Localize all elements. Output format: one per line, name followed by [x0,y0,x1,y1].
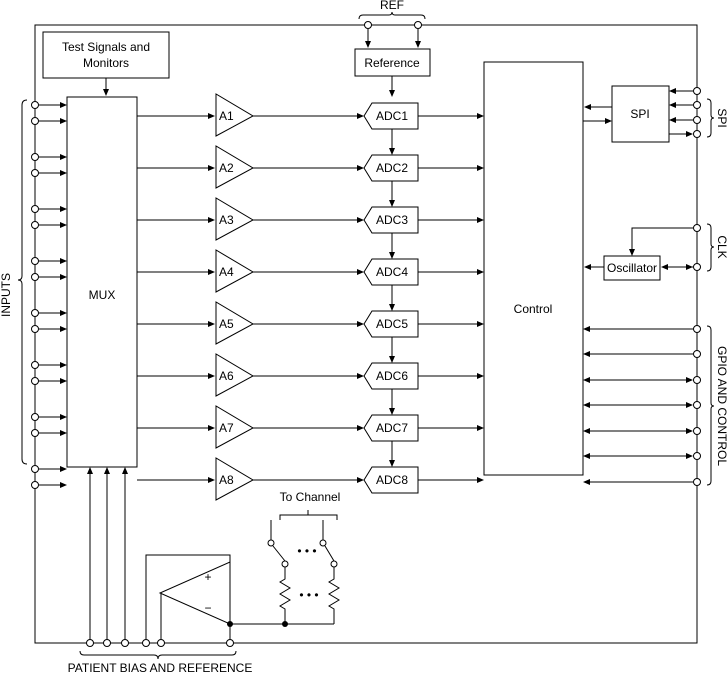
input-pin [31,325,39,333]
channel-7: A7 ADC7 [137,405,484,467]
gpio-pin [693,350,701,358]
control-block: Control [483,61,584,476]
inputs-label: INPUTS [0,273,13,317]
amp-label: A3 [219,213,234,227]
input-pin [31,257,39,265]
amp-label: A6 [219,369,234,383]
amp-label: A2 [219,161,234,175]
amp-label: A1 [219,109,234,123]
input-pin [31,153,39,161]
spi-pins [669,87,701,138]
amp-label: A8 [219,473,234,487]
gpio-pin [693,478,701,486]
resistor-ellipsis: • • • [299,588,318,602]
amp-label: A4 [219,265,234,279]
test-signals-label-2: Monitors [83,56,129,70]
input-pins [31,101,67,489]
channel-1: A1 ADC1 [137,93,484,155]
input-pin [31,481,39,489]
spi-pin [693,116,701,124]
channel-2: A2 ADC2 [137,145,484,207]
amp-1 [215,93,255,137]
input-pin [31,101,39,109]
input-pin [31,221,39,229]
amp-6 [215,353,255,397]
amp-8 [215,457,255,501]
ref-label: REF [380,0,404,12]
adc-label: ADC2 [376,161,408,175]
input-pin [31,273,39,281]
input-pin [31,465,39,473]
mux-block: MUX [66,96,138,468]
amp-4 [215,249,255,293]
amp-2 [215,145,255,189]
switch-ellipsis: • • • [297,544,316,558]
gpio-pin [693,452,701,460]
gpio-pin [693,376,701,384]
opamp-minus: − [204,601,211,615]
spi-pin [693,87,701,95]
amp-3 [215,197,255,241]
amp-label: A7 [219,421,234,435]
oscillator-label: Oscillator [607,261,657,275]
adc-label: ADC5 [376,317,408,331]
opamp-plus: + [204,570,211,584]
spi-pin [693,130,701,138]
mux-label: MUX [89,288,116,302]
spi-bus-label: SPI [715,108,727,127]
gpio-pins [583,325,701,486]
channel-3: A3 ADC3 [137,197,484,259]
amp-5 [215,301,255,345]
channel-8: A8 ADC8 [137,457,484,501]
ref-pins: REF [358,0,426,48]
test-signals-label-1: Test Signals and [62,40,150,54]
reference-block: Reference [354,48,431,77]
clk-label: CLK [715,235,727,258]
gpio-label: GPIO AND CONTROL [715,346,727,466]
channel-5: A5 ADC5 [137,301,484,363]
amp-7 [215,405,255,449]
input-pin [31,309,39,317]
input-pin [31,205,39,213]
spi-block-label: SPI [630,107,649,121]
channel-6: A6 ADC6 [137,353,484,415]
oscillator-block: Oscillator [603,255,661,281]
adc-label: ADC6 [376,369,408,383]
test-signals-block: Test Signals and Monitors [42,31,170,79]
gpio-pin [693,401,701,409]
input-pin [31,361,39,369]
adc-label: ADC8 [376,473,408,487]
adc-label: ADC4 [376,265,408,279]
control-label: Control [514,302,553,316]
gpio-pin [693,427,701,435]
spi-pin [693,101,701,109]
gpio-pin [693,325,701,333]
adc-label: ADC3 [376,213,408,227]
patient-bias-section: + − • • • • • • To Channel PATIENT BIAS … [68,467,341,674]
channel-4: A4 ADC4 [137,249,484,311]
adc-label: ADC1 [376,109,408,123]
patient-bias-label: PATIENT BIAS AND REFERENCE [68,661,253,674]
input-pin [31,429,39,437]
input-pin [31,117,39,125]
to-channel-label: To Channel [280,490,341,504]
input-pin [31,413,39,421]
adc-label: ADC7 [376,421,408,435]
reference-label: Reference [364,56,420,70]
input-pin [31,377,39,385]
input-pin [31,169,39,177]
amp-label: A5 [219,317,234,331]
spi-block: SPI [611,85,670,143]
